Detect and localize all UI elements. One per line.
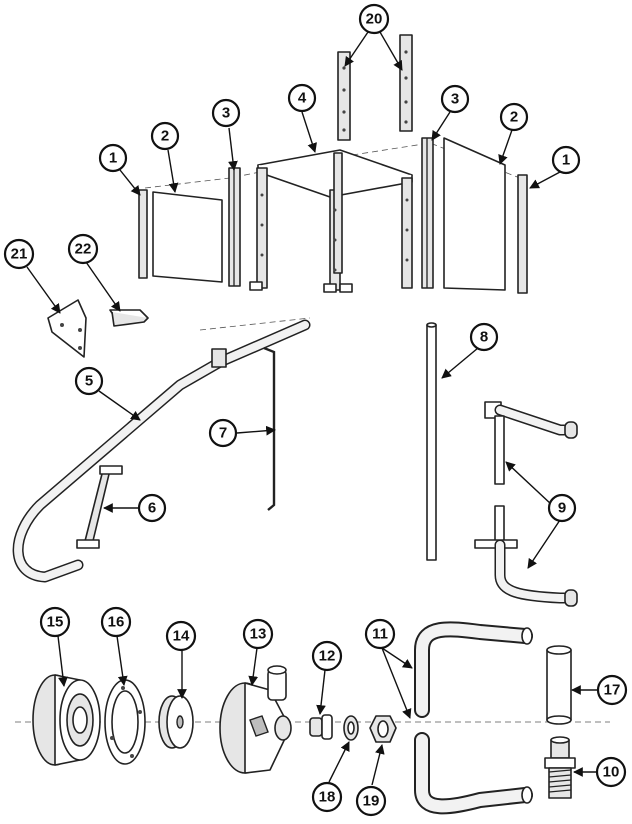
part-11-pipe	[414, 621, 533, 815]
callout-11: 11	[364, 618, 396, 650]
svg-text:15: 15	[47, 614, 64, 631]
part-4-frame	[249, 149, 413, 293]
svg-text:14: 14	[173, 628, 190, 645]
callout-17: 17	[596, 674, 628, 706]
part-5-handrail	[12, 319, 311, 583]
svg-text:3: 3	[451, 91, 459, 108]
svg-text:5: 5	[85, 373, 93, 390]
callout-1-left: 1	[98, 143, 128, 173]
svg-text:12: 12	[319, 648, 336, 665]
svg-text:3: 3	[222, 105, 230, 122]
svg-text:4: 4	[298, 90, 307, 107]
callout-13: 13	[242, 618, 274, 650]
part-16-gasket	[104, 679, 146, 765]
svg-text:19: 19	[363, 793, 380, 810]
part-22-clip	[109, 309, 149, 327]
part-13-pump-volute	[219, 665, 292, 774]
part-2-left-panel	[152, 191, 223, 283]
svg-text:18: 18	[319, 789, 336, 806]
part-7-rod	[263, 346, 276, 511]
part-10-adapter	[544, 736, 576, 799]
callout-22: 22	[67, 233, 99, 265]
part-21-angle-bracket	[47, 299, 87, 358]
part-18-washer	[343, 715, 359, 741]
part-1-right-trim	[517, 174, 528, 294]
callout-18: 18	[311, 781, 343, 813]
svg-text:17: 17	[604, 682, 621, 699]
svg-text:7: 7	[219, 425, 227, 442]
part-3-left-channel	[228, 167, 241, 287]
callout-16: 16	[100, 606, 132, 638]
svg-text:22: 22	[75, 241, 92, 258]
svg-text:1: 1	[109, 150, 117, 167]
callout-15: 15	[39, 606, 71, 638]
part-17-sleeve	[546, 645, 572, 725]
part-20-brackets	[337, 34, 413, 141]
svg-text:1: 1	[562, 152, 570, 169]
callout-9: 9	[547, 493, 577, 523]
svg-text:21: 21	[11, 246, 28, 263]
part-6-support	[76, 465, 123, 549]
svg-text:11: 11	[372, 626, 388, 643]
callout-8: 8	[469, 322, 499, 352]
part-19-nut	[369, 715, 397, 743]
svg-text:13: 13	[250, 626, 267, 643]
callout-6: 6	[137, 493, 167, 523]
callout-5: 5	[74, 366, 104, 396]
part-9-swing-arm	[474, 401, 578, 607]
svg-text:9: 9	[558, 500, 566, 517]
part-12-fitting	[309, 714, 333, 740]
callout-3-right: 3	[440, 84, 470, 114]
callout-14: 14	[165, 620, 197, 652]
svg-text:2: 2	[510, 109, 518, 126]
svg-text:10: 10	[603, 764, 620, 781]
callout-4: 4	[287, 83, 317, 113]
part-8-pole	[426, 322, 437, 561]
svg-text:6: 6	[148, 500, 156, 517]
part-15-flange	[32, 674, 101, 766]
leader-lines	[26, 31, 598, 786]
callout-20: 20	[358, 3, 390, 35]
svg-text:20: 20	[366, 11, 383, 28]
callout-7: 7	[208, 418, 238, 448]
part-1-left-trim	[138, 189, 148, 279]
part-14-impeller	[158, 695, 194, 749]
part-3-right-channel	[421, 137, 434, 289]
callout-2-left: 2	[150, 121, 180, 151]
part-2-right-panel	[443, 137, 506, 291]
svg-text:2: 2	[161, 128, 169, 145]
callout-19: 19	[355, 785, 387, 817]
callout-10: 10	[595, 756, 627, 788]
callout-2-right: 2	[499, 102, 529, 132]
svg-text:8: 8	[480, 329, 488, 346]
svg-text:16: 16	[108, 614, 125, 631]
callout-21: 21	[3, 238, 35, 270]
callout-1-right: 1	[551, 145, 581, 175]
callout-12: 12	[311, 640, 343, 672]
callout-3-left: 3	[211, 98, 241, 128]
